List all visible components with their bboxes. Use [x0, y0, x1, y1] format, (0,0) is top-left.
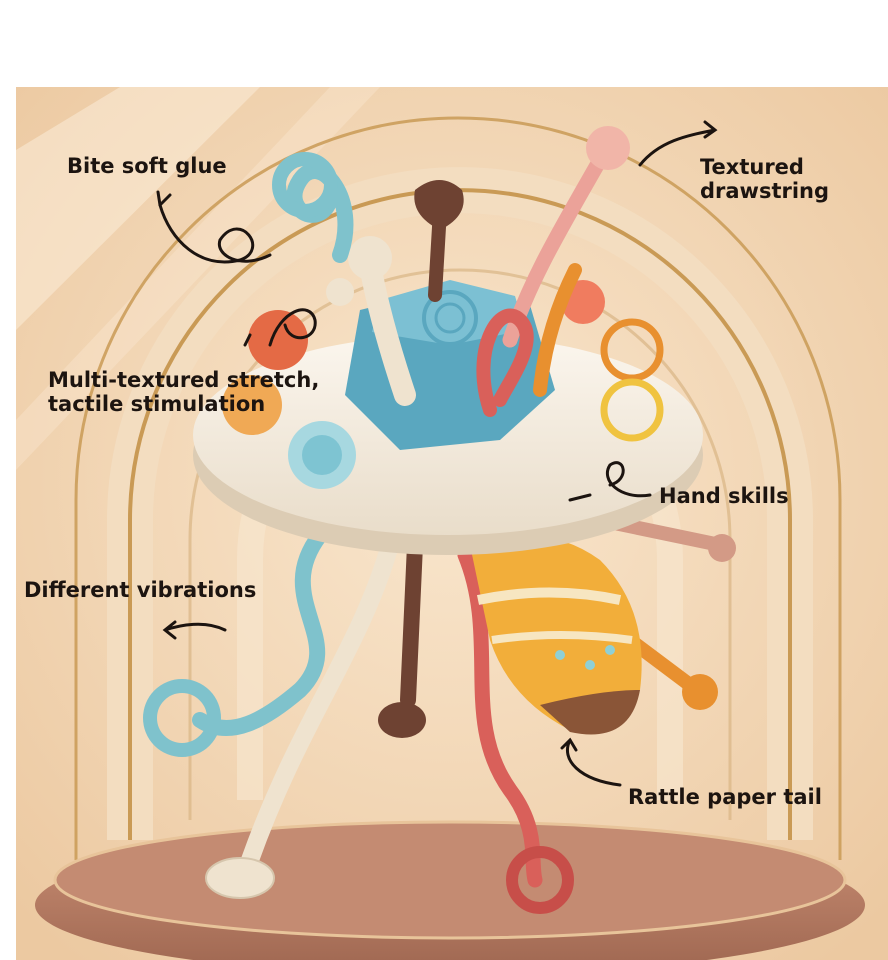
- light-shaft: [16, 87, 380, 470]
- orange-ring-slot: [600, 318, 664, 382]
- cream-teether: [205, 857, 275, 899]
- pink-stick-end: [708, 534, 736, 562]
- callout-rattle-paper-tail: Rattle paper tail: [628, 785, 822, 809]
- callout-text: Rattle paper tail: [628, 785, 822, 809]
- light-shaft: [16, 87, 260, 330]
- teal-cord: [192, 527, 328, 736]
- teal-ring: [143, 679, 221, 757]
- callout-different-vibrations: Different vibrations: [24, 578, 256, 602]
- cream-cord: [241, 536, 399, 869]
- callout-bite-soft-glue: Bite soft glue: [67, 154, 227, 178]
- hub-spiral-inner: [434, 302, 466, 334]
- orange-hole: [248, 310, 308, 370]
- blue-bump-center: [302, 435, 342, 475]
- callout-text-line1: Multi-textured stretch,: [48, 368, 320, 392]
- coral-ring: [506, 846, 574, 914]
- hub-spiral: [422, 290, 478, 346]
- callout-text-line1: Textured: [700, 155, 804, 179]
- yellow-ring-slot: [600, 378, 664, 442]
- callout-text-line2: drawstring: [700, 179, 830, 203]
- callout-text: Bite soft glue: [67, 154, 227, 178]
- callout-textured-drawstring: Textured drawstring: [700, 155, 829, 203]
- bee-tail: [470, 535, 642, 735]
- brown-heart-teether: [414, 180, 464, 230]
- callout-text-line2: tactile stimulation: [48, 392, 266, 416]
- callout-text: Hand skills: [659, 484, 789, 508]
- pink-flower: [586, 126, 630, 170]
- brown-teether: [378, 702, 426, 738]
- pedestal-rim: [53, 820, 847, 940]
- brown-cord: [400, 537, 423, 708]
- teal-top-ring: [272, 152, 338, 218]
- cream-bone-knob: [326, 278, 354, 306]
- orange-beaded-stick: [533, 263, 582, 397]
- callout-text: Different vibrations: [24, 578, 257, 602]
- callout-multi-textured: Multi-textured stretch, tactile stimulat…: [48, 368, 319, 416]
- coral-loop: [476, 308, 534, 417]
- orange-flower: [682, 674, 718, 710]
- callout-hand-skills: Hand skills: [659, 484, 789, 508]
- orange-cap: [222, 375, 282, 435]
- cream-bone-end: [348, 236, 392, 280]
- callout-arrows: [156, 120, 718, 787]
